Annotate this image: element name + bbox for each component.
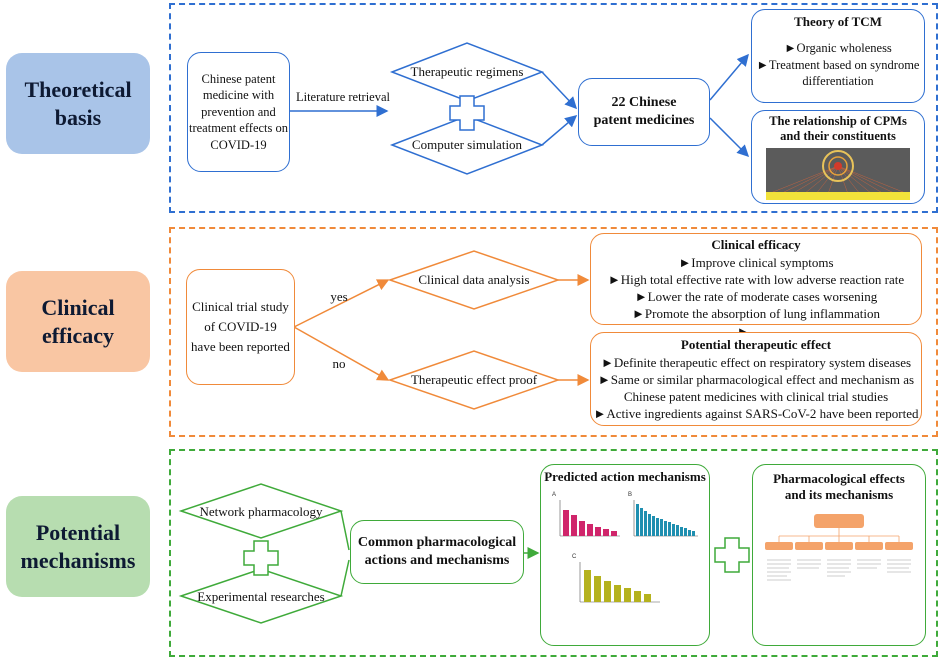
box-predicted-action-mechanisms: Predicted action mechanisms A B C [540,464,710,646]
mechanism-tree-thumbnail [765,513,913,580]
box-clinical-efficacy: Clinical efficacy ►Improve clinical symp… [590,233,922,339]
potential-title: Potential therapeutic effect [680,337,832,352]
box-cpm-relationship: The relationship of CPMs and their const… [751,110,925,204]
plus-icon-bottom-left [243,540,279,576]
plus-icon-bottom-right [714,537,750,573]
potential-item: ►Definite therapeutic effect on respirat… [600,354,912,370]
tcm-title: Theory of TCM [794,14,882,29]
svg-text:B: B [628,492,632,498]
label-no: no [332,356,346,371]
text-clinical-data-analysis: Clinical data analysis [418,272,530,287]
efficacy-item: ►High total effective rate with low adve… [607,272,905,288]
tcm-item: ►Organic wholeness [784,41,892,55]
label-yes: yes [330,289,348,304]
section-label-clinical: Clinical efficacy [6,271,150,372]
svg-text:C: C [572,554,577,560]
box-potential-therapeutic-effect: Potential therapeutic effect ►Definite t… [590,332,922,426]
network-graph-thumbnail [766,148,910,200]
relation-title: The relationship of CPMs and their const… [769,114,907,143]
box-22-chinese-patent-medicines: 22 Chinese patent medicines [578,78,710,146]
text-experimental-researches: Experimental researches [197,589,325,604]
plus-icon-top [449,95,485,131]
box-pharmacological-effects: Pharmacological effects and its mechanis… [752,464,926,646]
efficacy-item: ►Lower the rate of moderate cases worsen… [634,289,878,305]
box-common-pharmacological-actions: Common pharmacological actions and mecha… [350,520,524,584]
efficacy-item: ►Promote the absorption of lung inflamma… [632,306,880,322]
efficacy-item: ►Improve clinical symptoms [678,254,834,270]
tcm-item: ►Treatment based on syndrome differentia… [756,57,920,89]
text-therapeutic-effect-proof: Therapeutic effect proof [410,372,538,387]
label-literature-retrieval: Literature retrieval [295,90,391,104]
box-theory-of-tcm: Theory of TCM ►Organic wholeness ►Treatm… [751,9,925,103]
potential-item: ►Same or similar pharmacological effect … [597,372,915,405]
text-network-pharmacology: Network pharmacology [199,504,323,519]
clinical-section-frame [169,227,938,437]
text-computer-simulation: Computer simulation [411,137,523,152]
mechanisms-section-frame [169,449,938,657]
section-label-mechanisms: Potential mechanisms [6,496,150,597]
source-box-cpm: Chinese patent medicine with prevention … [187,52,290,172]
text-therapeutic-regimens: Therapeutic regimens [410,64,524,79]
section-label-theoretical: Theoretical basis [6,53,150,154]
mini-bar-charts-thumbnail: A B C [552,492,698,603]
svg-text:A: A [552,492,556,498]
potential-item: ►Active ingredients against SARS-CoV-2 h… [593,406,919,422]
predicted-title: Predicted action mechanisms [544,469,706,484]
source-box-clinical-trials: Clinical trial study of COVID-19 have be… [186,269,295,385]
efficacy-title: Clinical efficacy [711,237,801,252]
effects-title: Pharmacological effects and its mechanis… [773,471,905,503]
theoretical-section-frame [169,3,938,213]
